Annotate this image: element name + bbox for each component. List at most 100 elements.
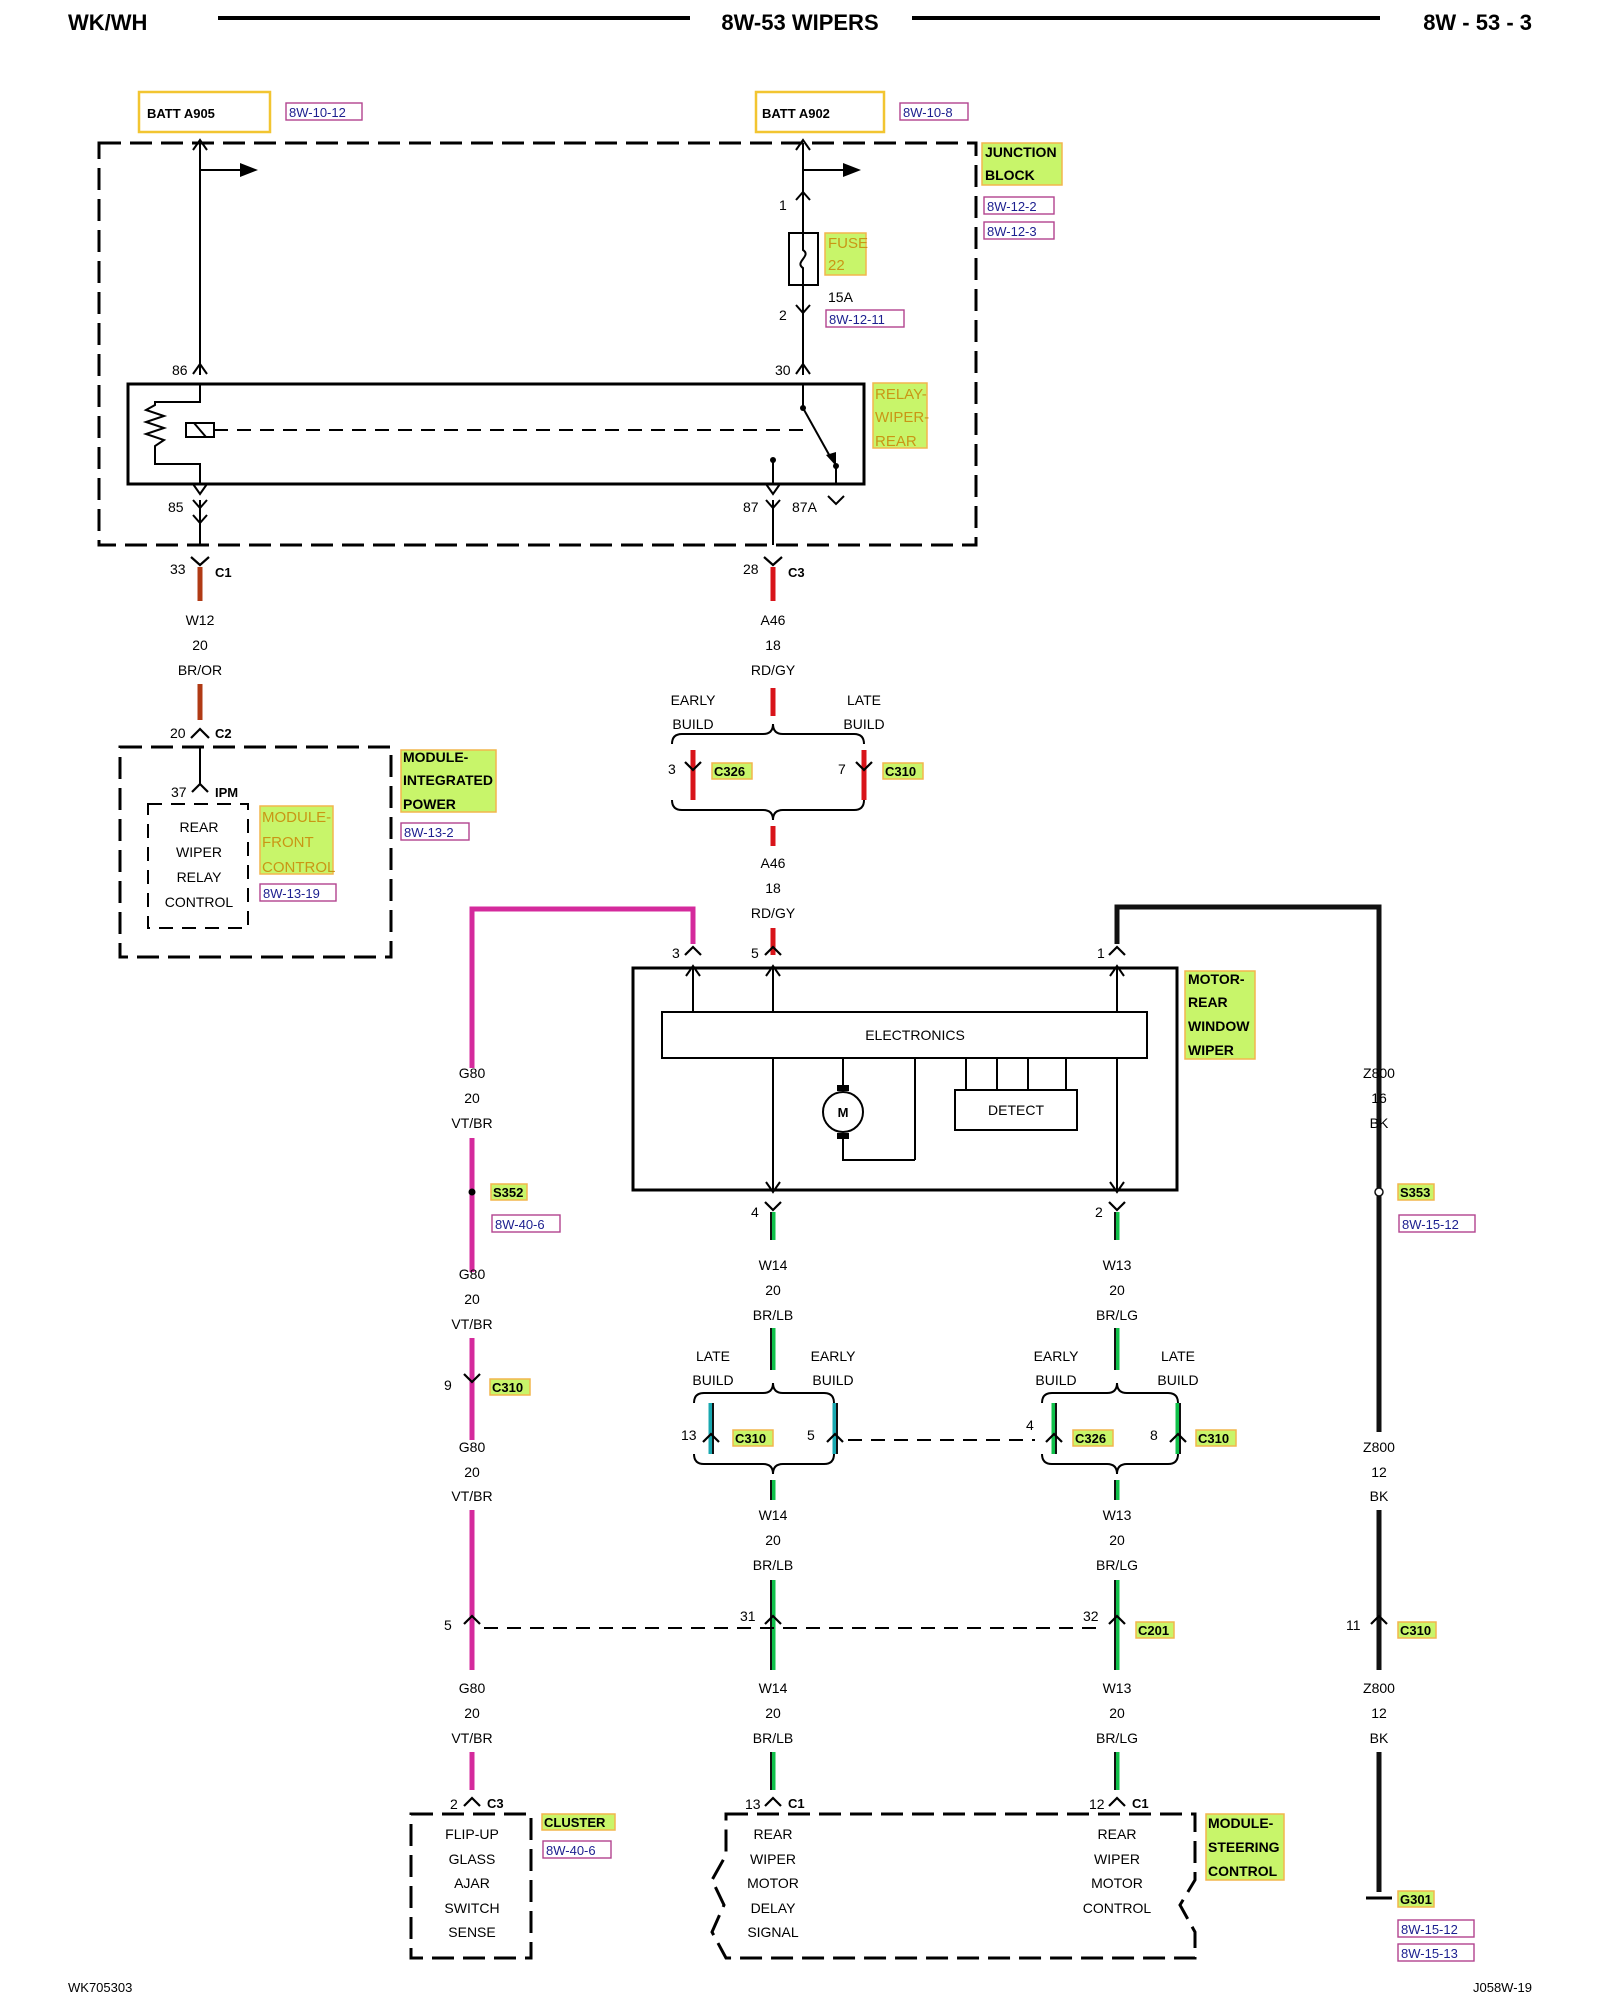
fcm-ref[interactable]: 8W-13-19 — [263, 886, 320, 901]
wire-g80-3-gauge: 20 — [464, 1464, 480, 1480]
splice-s352-ref[interactable]: 8W-40-6 — [495, 1217, 545, 1232]
ground-ref-2[interactable]: 8W-15-13 — [1401, 1946, 1458, 1961]
scm-right-4: CONTROL — [1083, 1900, 1152, 1916]
junction-block-ref-1[interactable]: 8W-12-2 — [987, 199, 1037, 214]
ipm-label-2: INTEGRATED — [403, 772, 493, 788]
wire-z800-1-color: BK — [1370, 1115, 1389, 1131]
motor-detect-label: DETECT — [988, 1102, 1044, 1118]
scm-left-5: SIGNAL — [747, 1924, 799, 1940]
wire-w13-3-gauge: 20 — [1109, 1705, 1125, 1721]
junction-block-ref-1-box[interactable] — [983, 196, 1055, 215]
wire-w14-1-color: BR/LB — [753, 1307, 793, 1323]
junction-block-outline — [97, 141, 978, 547]
scm-label-3: CONTROL — [1208, 1863, 1278, 1879]
w13-late-conn-tag — [1195, 1429, 1237, 1447]
a46-early-conn: C326 — [714, 764, 745, 779]
fcm-label-2: FRONT — [262, 834, 314, 851]
batt-a905-ref[interactable]: 8W-10-12 — [289, 105, 346, 120]
motor-pin-4-connector — [764, 1201, 782, 1212]
splice-s353-ref[interactable]: 8W-15-12 — [1402, 1217, 1459, 1232]
relay-pin-87: 87 — [743, 499, 759, 515]
batt-a902-ref[interactable]: 8W-10-8 — [903, 105, 953, 120]
motor-label-3: WINDOW — [1188, 1018, 1250, 1034]
fuse-ref-box[interactable] — [825, 309, 905, 328]
wire-z800-2-gauge: 12 — [1371, 1464, 1387, 1480]
a46-late-conn: C310 — [885, 764, 916, 779]
g80-c310-connector — [463, 1373, 481, 1384]
ipm-inner-1: REAR — [180, 819, 219, 835]
wire-g80-2-circuit: G80 — [459, 1266, 486, 1282]
motor-pin-4: 4 — [751, 1204, 759, 1220]
w14-early-pin: 5 — [807, 1427, 815, 1443]
w14-late-conn: C310 — [735, 1431, 766, 1446]
splice-s353-ref-box[interactable] — [1398, 1214, 1476, 1233]
wire-g80-2-color: VT/BR — [451, 1316, 492, 1332]
motor-pin-1-arrow — [1109, 964, 1125, 977]
wire-g80-1-gauge: 20 — [464, 1090, 480, 1106]
motor-pin-2-connector — [1108, 1201, 1126, 1212]
junction-block-ref-2-box[interactable] — [983, 221, 1055, 240]
wire-g80-4-color: VT/BR — [451, 1730, 492, 1746]
a46-early-conn-tag — [711, 762, 753, 780]
ipm-ref[interactable]: 8W-13-2 — [404, 825, 454, 840]
jb-c3-pin: 28 — [743, 561, 759, 577]
relay-label-1: RELAY- — [875, 386, 927, 403]
c201-g80-pin: 5 — [444, 1617, 452, 1633]
wire-w13-1-circuit: W13 — [1103, 1257, 1132, 1273]
batt-a905-ref-box[interactable] — [285, 102, 363, 121]
motor-pin-5-arrow — [765, 964, 781, 977]
w13-late-label: LATE — [1161, 1348, 1195, 1364]
junction-block-tag — [981, 142, 1063, 186]
wire-w14-2-color: BR/LB — [753, 1557, 793, 1573]
cluster-inner-2: GLASS — [449, 1851, 496, 1867]
fcm-ref-box[interactable] — [259, 883, 337, 902]
w14-late-conn-tag — [732, 1429, 774, 1447]
header-left: WK/WH — [68, 10, 147, 35]
scm-pin-12-connector — [1108, 1796, 1126, 1807]
z800-c310-pin: 11 — [1346, 1617, 1361, 1633]
ipm-ref-box[interactable] — [400, 822, 470, 841]
w14-late-connector — [702, 1432, 720, 1443]
w14-split-brace-bottom — [693, 1453, 835, 1475]
ground-ref-1[interactable]: 8W-15-12 — [1401, 1922, 1458, 1937]
w14-early-connector — [826, 1432, 844, 1443]
wire-w12-circuit: W12 — [186, 612, 215, 628]
ipm-inner-2: WIPER — [176, 844, 222, 860]
ipm-c2-connector — [190, 727, 210, 739]
wire-g80-top — [469, 906, 696, 1068]
ground-ref-2-box[interactable] — [1397, 1943, 1475, 1962]
splice-s352-ref-box[interactable] — [491, 1214, 561, 1233]
batt-a905-label: BATT A905 — [147, 106, 215, 121]
cluster-ref[interactable]: 8W-40-6 — [546, 1843, 596, 1858]
a902-branch-arrow — [843, 163, 861, 177]
ipm-tag — [400, 749, 497, 813]
c201-name: C201 — [1138, 1623, 1169, 1638]
motor-pin-3: 3 — [672, 945, 680, 961]
motor-pin-3-arrow — [685, 964, 701, 977]
junction-block-ref-2[interactable]: 8W-12-3 — [987, 224, 1037, 239]
ipm-inner-4: CONTROL — [165, 894, 234, 910]
fuse-connector-in — [795, 190, 811, 201]
wire-z800-2-circuit: Z800 — [1363, 1439, 1395, 1455]
ipm-inner-3: RELAY — [177, 869, 223, 885]
fuse-pin-in: 1 — [779, 197, 787, 213]
wire-z800-3-gauge: 12 — [1371, 1705, 1387, 1721]
fuse-ref[interactable]: 8W-12-11 — [829, 312, 885, 327]
wire-g80-2-gauge: 20 — [464, 1291, 480, 1307]
motor-m-brush-bottom — [837, 1133, 849, 1139]
wire-g80-1-color: VT/BR — [451, 1115, 492, 1131]
relay-coil — [142, 384, 201, 484]
scm-pin-13: 13 — [745, 1796, 761, 1812]
wire-w14-1-gauge: 20 — [765, 1282, 781, 1298]
cluster-ref-box[interactable] — [542, 1840, 612, 1859]
wire-w14-3-gauge: 20 — [765, 1705, 781, 1721]
batt-a902-ref-box[interactable] — [899, 102, 969, 121]
fuse-tag — [824, 232, 867, 276]
c201-w13-connector — [1108, 1614, 1126, 1625]
fcm-label-1: MODULE- — [262, 809, 331, 826]
ipm-c2-name: C2 — [215, 726, 232, 741]
wire-w14-1-circuit: W14 — [759, 1257, 788, 1273]
ground-ref-1-box[interactable] — [1397, 1919, 1475, 1938]
scm-conn-right: C1 — [1132, 1796, 1149, 1811]
cluster-connector — [463, 1796, 481, 1807]
